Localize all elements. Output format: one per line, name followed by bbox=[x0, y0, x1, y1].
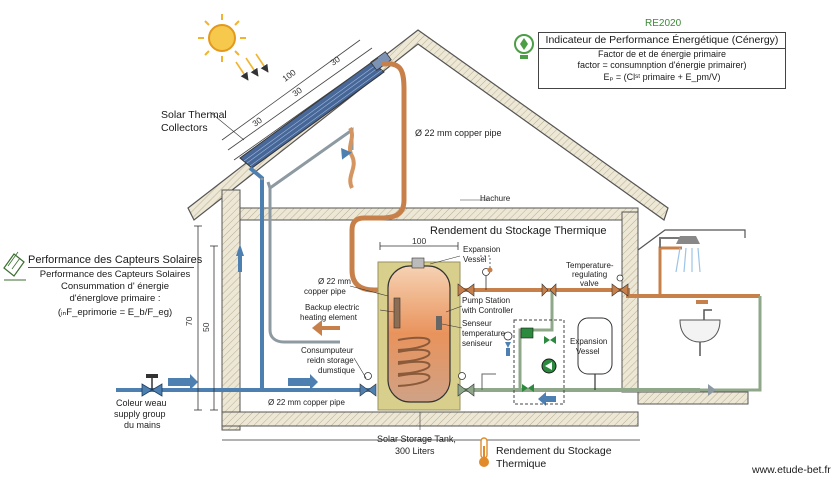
pump-label-2: with Controller bbox=[461, 306, 513, 315]
left-panel-divider bbox=[28, 267, 194, 268]
expansion-top-label-2: Vessel bbox=[463, 255, 487, 264]
hachure-label: Hachure bbox=[480, 194, 511, 203]
grey-return-pipe bbox=[260, 178, 340, 344]
pump-station-box bbox=[513, 319, 565, 405]
sensor-label-2: temperature bbox=[462, 329, 506, 338]
hot-flow-pipe bbox=[349, 61, 407, 293]
consumer-label-2: reidn storage bbox=[307, 356, 354, 365]
copper-bottom-label: Ø 22 mm copper pipe bbox=[268, 398, 345, 407]
sensor-label-1: Senseur bbox=[462, 319, 492, 328]
collector-dim-b: 30 bbox=[290, 85, 304, 99]
supply-valve-icon bbox=[141, 374, 163, 397]
left-panel-line2: Consummation d' énergie bbox=[61, 281, 169, 292]
re2020-box: Indicateur de Performance Énergétique (C… bbox=[538, 32, 786, 89]
supply-label-1: Coleur weau bbox=[116, 398, 167, 408]
supply-label-2: supply group bbox=[114, 409, 166, 419]
copper-left-label-2: copper pipe bbox=[304, 287, 346, 296]
expansion-label-1: Expansion bbox=[570, 337, 607, 346]
storage-section-title: Rendement du Stockage Thermique bbox=[430, 225, 607, 237]
hot-line-fittings bbox=[457, 268, 557, 297]
re2020-line2: factor = consumnption d'énergie primaire… bbox=[577, 60, 747, 71]
dim-70: 70 bbox=[184, 316, 194, 326]
re2020-line1: Factor de et de énergie primaire bbox=[597, 49, 727, 60]
pressure-gauge-icon bbox=[480, 255, 493, 273]
re2020-badge-icon bbox=[514, 34, 534, 59]
re2020-title: Indicateur de Performance Énergétique (C… bbox=[539, 33, 785, 50]
pump-label-1: Pump Station bbox=[462, 296, 510, 305]
tank-top-fitting bbox=[411, 257, 425, 269]
left-panel-line3: d'énerglove primaire : bbox=[69, 293, 161, 304]
collectors-label-2: Collectors bbox=[161, 122, 208, 134]
sink-icon bbox=[679, 300, 721, 356]
temp-valve-label-1: Temperature- bbox=[566, 261, 614, 270]
tank-label-2: 300 Liters bbox=[395, 446, 435, 456]
bottom-title-2: Thermique bbox=[496, 458, 546, 470]
wavy-hot-pipe bbox=[348, 126, 356, 189]
expansion-label-2: Vessel bbox=[576, 347, 600, 356]
tank-label-1: Solar Storage Tank, bbox=[377, 434, 456, 444]
pump-station-components bbox=[503, 327, 557, 392]
backup-label-2: heating element bbox=[300, 313, 358, 322]
pump-loop-pipe bbox=[518, 290, 554, 390]
left-panel-title: Performance des Capteurs Solaires bbox=[28, 254, 203, 266]
height-dimensions bbox=[194, 225, 218, 411]
solar-collector bbox=[239, 51, 392, 169]
re2020-formula: Eₚ = (Clˢᵗ primaire + E_pm/V) bbox=[603, 71, 721, 82]
website-footer: www.etude-bet.fr bbox=[751, 464, 831, 476]
thermometer-icon bbox=[479, 437, 489, 467]
collector-dimensions bbox=[221, 39, 379, 161]
dim-50: 50 bbox=[201, 322, 211, 332]
collector-dim-total: 100 bbox=[280, 67, 298, 84]
storage-tank bbox=[387, 265, 451, 403]
expansion-vessel bbox=[577, 317, 613, 390]
solar-panel-icon bbox=[3, 251, 26, 281]
temp-valve-label-2: regulating bbox=[572, 270, 607, 279]
cold-return-pipe bbox=[248, 166, 264, 390]
supply-label-3: du mains bbox=[124, 420, 161, 430]
re2020-tag: RE2020 bbox=[645, 18, 682, 29]
sun-icon bbox=[198, 14, 269, 81]
temperature-valve-icon bbox=[611, 274, 629, 297]
collector-dim-a: 30 bbox=[328, 54, 342, 68]
consumer-label-1: Consumputeur bbox=[301, 346, 354, 355]
tank-width-dim-text: 100 bbox=[412, 236, 426, 246]
expansion-top-label-1: Expansion bbox=[463, 245, 500, 254]
house-structure bbox=[187, 29, 749, 441]
consumer-label-3: dumstique bbox=[318, 366, 355, 375]
left-panel-line1: Performance des Capteurs Solaires bbox=[39, 269, 191, 280]
left-panel-formula: (ᵢₙF_eprimorie = E_b/F_eg) bbox=[57, 307, 173, 318]
copper-left-label-1: Ø 22 mm bbox=[318, 277, 351, 286]
sensor-label-3: seniseur bbox=[462, 339, 493, 348]
bottom-title-1: Rendement du Stockage bbox=[496, 445, 612, 457]
copper-pipe-top-label: Ø 22 mm copper pipe bbox=[415, 128, 502, 138]
backup-label-1: Backup electric bbox=[305, 303, 359, 312]
leader-lines bbox=[209, 111, 488, 430]
shower-icon bbox=[659, 236, 701, 273]
annex-return-pipe bbox=[700, 296, 762, 392]
collector-dim-c: 30 bbox=[250, 115, 264, 129]
temp-valve-label-3: valve bbox=[580, 279, 599, 288]
collectors-label-1: Solar Thermal bbox=[161, 109, 227, 121]
